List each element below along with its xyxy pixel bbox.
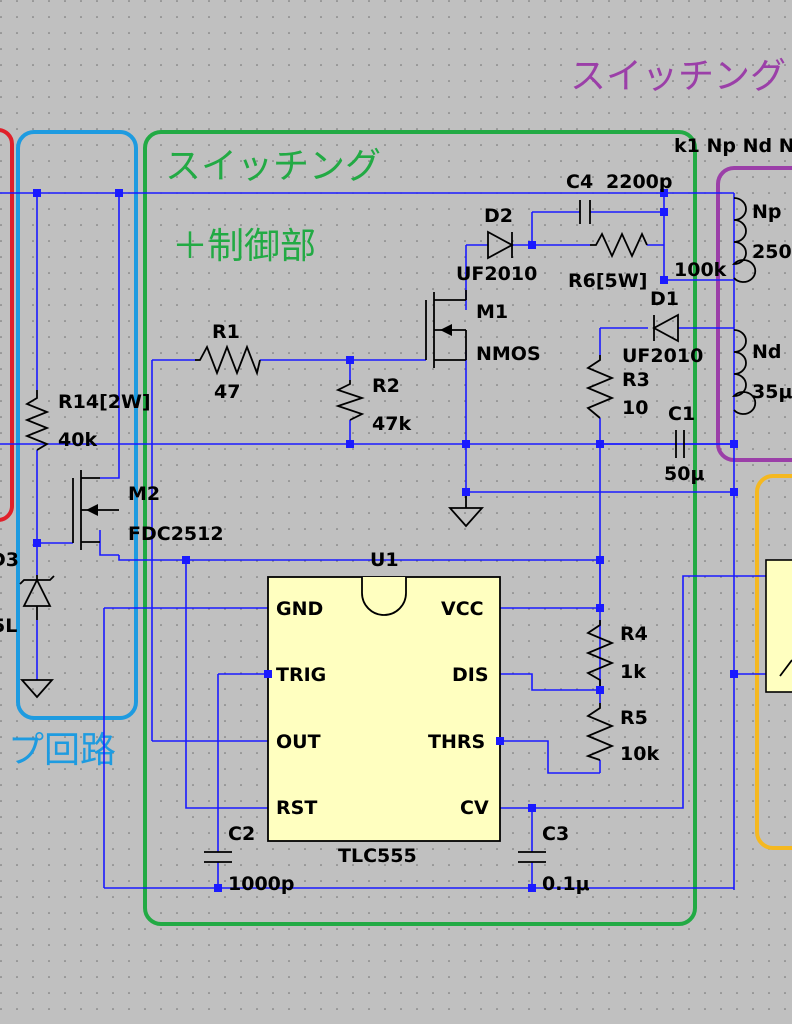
mosfet-m1: [425, 290, 467, 368]
r3-value: 10: [622, 397, 648, 419]
red-region-box: [0, 128, 14, 522]
r1-ref: R1: [212, 321, 240, 343]
m1-ref: M1: [476, 301, 508, 323]
resistor-r4: [585, 620, 615, 690]
ground-symbol-left: [20, 679, 54, 699]
pin-trig: TRIG: [276, 664, 326, 686]
u1-value: TLC555: [338, 845, 417, 867]
pin-vcc: VCC: [441, 598, 484, 620]
r2-ref: R2: [372, 375, 400, 397]
d3-value: 5L: [0, 615, 17, 637]
right-partial-symbol: [779, 659, 792, 677]
transformer-nd-coil: [731, 329, 757, 415]
switching-title: スイッチング: [165, 146, 381, 187]
m1-value: NMOS: [476, 343, 541, 365]
diode-d2: [487, 230, 514, 260]
orange-region-box: [755, 474, 792, 850]
pin-gnd: GND: [276, 598, 323, 620]
r3-ref: R3: [622, 369, 650, 391]
resistor-r2: [335, 380, 365, 421]
r4-ref: R4: [620, 623, 648, 645]
wires: [0, 192, 792, 890]
r6-ref: R6[5W]: [568, 270, 647, 292]
pin-cv: CV: [460, 797, 489, 819]
d1-value: UF2010: [622, 345, 703, 367]
c3-ref: C3: [542, 823, 569, 845]
capacitor-c1: [675, 430, 685, 458]
d1-ref: D1: [650, 288, 679, 310]
transformer-np-coil: [731, 197, 757, 283]
mosfet-m2: [72, 470, 119, 550]
diode-d1: [652, 313, 679, 343]
blue-region-box: [16, 130, 138, 720]
resistor-r5: [585, 703, 615, 761]
r5-value: 10k: [620, 743, 659, 765]
resistor-r6: [590, 231, 648, 259]
r14-value: 40k: [58, 429, 97, 451]
left-fragment-label: プ回路: [8, 730, 116, 771]
r5-ref: R5: [620, 707, 648, 729]
c4-value: 2200p: [606, 171, 672, 193]
capacitor-c3: [518, 851, 546, 863]
resistor-r1: [195, 344, 261, 377]
r1-value: 47: [214, 381, 240, 403]
c1-value: 50μ: [664, 463, 704, 485]
d2-value: UF2010: [456, 263, 537, 285]
np-label: Np: [752, 201, 782, 223]
pin-thrs: THRS: [428, 731, 485, 753]
d3-ref: D3: [0, 549, 19, 571]
junction-dots: [33, 189, 738, 892]
switching-subtitle: ＋制御部: [172, 226, 316, 267]
r14-ref: R14[2W]: [58, 391, 151, 413]
c1-ref: C1: [668, 403, 695, 425]
r6-value: 100k: [674, 259, 727, 281]
purple-region-box: [716, 166, 792, 462]
pin-out: OUT: [276, 731, 321, 753]
capacitor-c4: [579, 200, 591, 224]
c3-value: 0.1μ: [542, 873, 590, 895]
np-value: 250: [752, 241, 792, 263]
m2-value: FDC2512: [128, 523, 224, 545]
green-region-box: [143, 130, 697, 926]
resistor-r3: [585, 355, 615, 419]
transformer-header: k1 Np Nd N: [674, 135, 792, 157]
zener-d3: [19, 575, 55, 620]
right-partial-ic: [765, 559, 792, 693]
u1-ref: U1: [370, 549, 399, 571]
m2-ref: M2: [128, 483, 160, 505]
resistor-r14: [24, 390, 50, 451]
capacitor-c2: [204, 851, 232, 863]
top-right-title: スイッチング: [570, 56, 786, 97]
pin-rst: RST: [276, 797, 317, 819]
pin-dis: DIS: [452, 664, 489, 686]
c4-ref: C4: [566, 171, 593, 193]
c2-value: 1000p: [228, 873, 294, 895]
r2-value: 47k: [372, 413, 411, 435]
nd-label: Nd: [752, 341, 782, 363]
ic-u1: [267, 576, 501, 842]
c2-ref: C2: [228, 823, 255, 845]
nd-value: 35μ: [752, 381, 792, 403]
r4-value: 1k: [620, 661, 646, 683]
d2-ref: D2: [484, 205, 513, 227]
